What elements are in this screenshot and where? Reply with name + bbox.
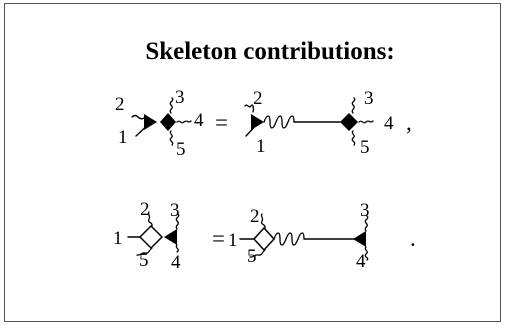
- eq2-rhs-propagator-wavy: [273, 232, 305, 246]
- eq1-rhs-label-4: 4: [384, 113, 394, 134]
- eq2-rhs-label-5: 5: [247, 246, 257, 267]
- eq2-rhs-label-1: 1: [228, 230, 238, 251]
- eq2-lhs-label-1: 1: [113, 228, 123, 249]
- eq2-rhs-label-4: 4: [356, 251, 366, 272]
- eq1-rhs-label-3: 3: [364, 88, 374, 109]
- eq2-rhs-label-2: 2: [250, 206, 260, 227]
- eq1-lhs-label-4: 4: [194, 110, 204, 131]
- eq2-lhs-filled-triangle: [164, 229, 177, 245]
- eq2-lhs-leg-3: [175, 213, 180, 230]
- eq1-rhs-leg-4: [358, 120, 374, 124]
- eq1-rhs-filled-triangle: [251, 114, 264, 130]
- eq1-lhs-filled-triangle: [144, 114, 157, 130]
- eq2-lhs-leg-4: [175, 244, 179, 253]
- eq1-lhs-filled-diamond: [160, 113, 176, 131]
- eq2-rhs-open-diamond: [252, 226, 276, 252]
- eq1-lhs-label-5: 5: [176, 139, 186, 160]
- eq1-rhs-propagator-wavy: [263, 115, 295, 129]
- eq2-rhs-leg-3: [364, 215, 369, 232]
- eq2-equals-sign: =: [212, 226, 225, 251]
- eq2-rhs-leg-4: [364, 246, 369, 261]
- eq2-lhs-label-4: 4: [171, 252, 181, 273]
- eq2-rhs-label-3: 3: [360, 200, 370, 221]
- eq2-lhs-diagram: 1 2 3 5 4: [113, 199, 181, 273]
- eq2-trailing-period: .: [410, 226, 416, 251]
- eq1-lhs-label-1: 1: [118, 127, 128, 148]
- eq1-rhs-diagram: 2 1 3 4 5: [244, 88, 394, 158]
- eq1-rhs-leg-5: [351, 130, 356, 146]
- eq2-rhs-filled-triangle: [353, 231, 366, 247]
- eq2-rhs-leg-5: [249, 249, 266, 258]
- eq2-rhs-leg-2: [260, 213, 266, 229]
- slide-frame: [4, 3, 501, 322]
- eq2-lhs-label-5: 5: [139, 250, 149, 271]
- eq1-trailing-comma: ,: [406, 110, 412, 135]
- eq1-equals-sign: =: [215, 110, 228, 135]
- slide-title: Skeleton contributions:: [145, 38, 395, 65]
- eq2-lhs-leg-5: [136, 247, 153, 256]
- eq1-lhs-leg-2: [131, 114, 145, 120]
- eq1-lhs-label-2: 2: [115, 94, 125, 115]
- eq2-lhs-label-2: 2: [140, 199, 150, 220]
- eq1-rhs-leg-2: [244, 104, 255, 113]
- eq1-rhs-leg-3: [351, 97, 356, 114]
- eq1-rhs-label-5: 5: [360, 137, 370, 158]
- eq1-rhs-label-1: 1: [256, 136, 266, 157]
- eq1-lhs-diagram: 2 1 3 4 5: [115, 87, 204, 160]
- eq1-lhs-leg-4: [176, 120, 192, 124]
- eq1-lhs-label-3: 3: [175, 87, 185, 108]
- eq1-rhs-label-2: 2: [253, 88, 263, 109]
- eq2-lhs-label-3: 3: [170, 200, 180, 221]
- eq1-rhs-filled-diamond: [340, 113, 358, 131]
- eq2-lhs-open-diamond: [138, 224, 164, 250]
- eq2-rhs-diagram: 1 2 3 5 4: [228, 200, 370, 272]
- eq1-lhs-leg-5: [169, 130, 174, 146]
- eq1-lhs-leg-3: [169, 97, 174, 114]
- eq2-lhs-leg-2: [147, 211, 153, 227]
